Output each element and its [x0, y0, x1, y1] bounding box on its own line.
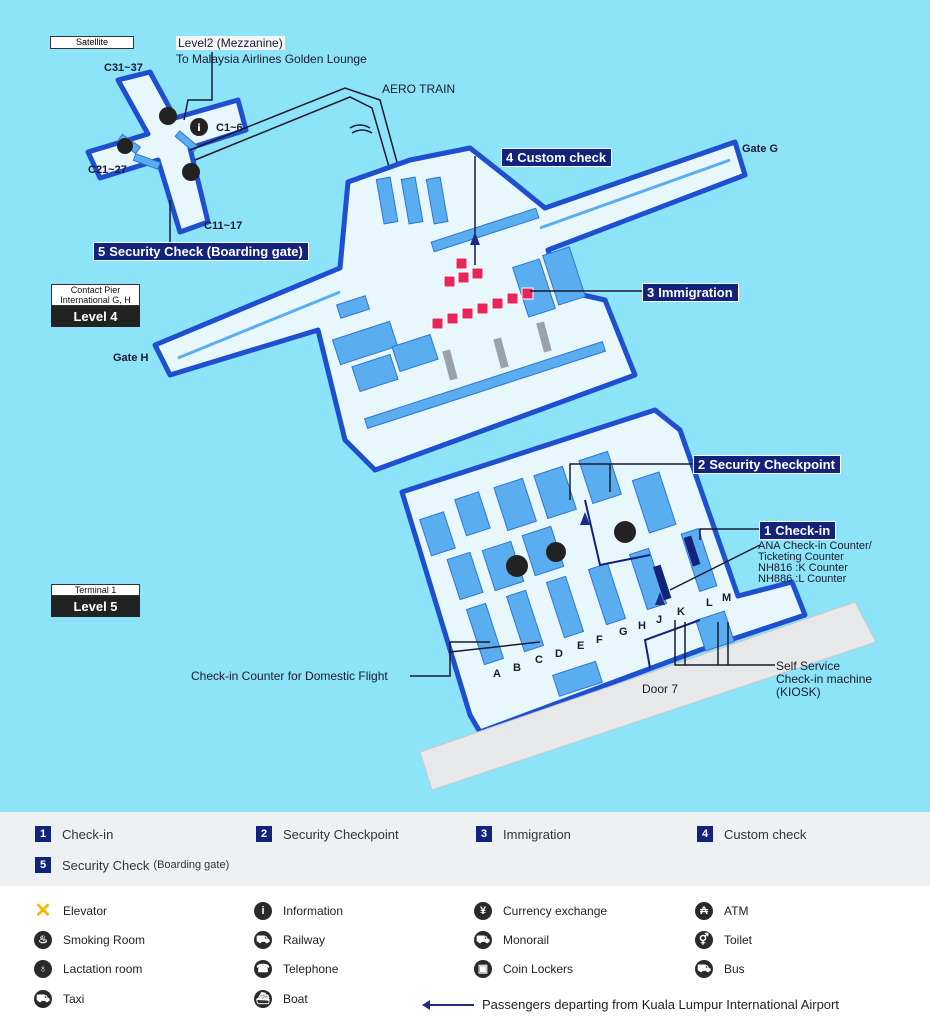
counter-c: C: [535, 654, 543, 666]
gate-c31-label: C31~37: [104, 62, 143, 74]
gate-c11-label: C11~17: [204, 220, 243, 232]
gate-c21-label: C21~27: [88, 164, 127, 176]
aero-train-track: [189, 87, 411, 213]
counter-j: J: [656, 614, 663, 626]
legend-passenger-route: Passengers departing from Kuala Lumpur I…: [422, 997, 839, 1012]
counter-m: M: [722, 592, 732, 604]
counter-h: H: [638, 620, 646, 632]
counter-d: D: [555, 648, 563, 660]
toilet-icon: ⚥: [695, 931, 713, 949]
boat-icon: ⛴: [254, 990, 272, 1008]
escalators: [442, 321, 552, 381]
aero-train-label: AERO TRAIN: [382, 82, 456, 96]
currency-exchange-icon: ¥: [474, 902, 492, 920]
map-drawing: .bld{fill:#e8f7fc;stroke:#1d4fd0;stroke-…: [85, 52, 877, 791]
legend-telephone: ☎Telephone: [254, 960, 338, 978]
leader-lines: [169, 52, 775, 677]
telephone-icon: ☎: [254, 960, 272, 978]
counter-l: L: [706, 597, 713, 609]
legend-currency: ¥Currency exchange: [474, 902, 607, 920]
legend-railway: ⛟Railway: [254, 931, 325, 949]
gate-h-label: Gate H: [113, 352, 149, 364]
lounge-label: To Malaysia Airlines Golden Lounge: [176, 52, 367, 66]
legend-smoking: ♨Smoking Room: [34, 931, 145, 949]
counter-e: E: [577, 640, 585, 652]
contact-pier-label: Contact Pier International G, H: [51, 284, 140, 306]
level4-label: Level 4: [51, 306, 140, 327]
monorail-icon: ⛟: [474, 931, 492, 949]
road: [419, 601, 877, 791]
information-icon: i: [254, 902, 272, 920]
legend-toilet: ⚥Toilet: [695, 931, 752, 949]
bus-icon: ⛟: [695, 960, 713, 978]
immigration-booths: [431, 257, 534, 330]
ana-counter-note: ANA Check-in Counter/ Ticketing Counter …: [758, 540, 872, 585]
railway-icon: ⛟: [254, 931, 272, 949]
counter-g: G: [619, 626, 628, 638]
counter-k: K: [677, 606, 685, 618]
gate-g-label: Gate G: [742, 143, 779, 155]
legend-coin-lockers: ▣Coin Lockers: [474, 960, 573, 978]
mezzanine-label: Level2 (Mezzanine): [176, 36, 285, 50]
legend-lactation: ♁Lactation room: [34, 960, 142, 978]
svg-text:i: i: [197, 123, 200, 134]
legend-elevator: ✕Elevator: [34, 900, 108, 922]
lactation-room-icon: ♁: [34, 960, 52, 978]
arrow-left-icon: [422, 999, 474, 1010]
smoking-room-icon: ♨: [34, 931, 52, 949]
level5-label: Level 5: [51, 596, 140, 617]
elevator-icon: ✕: [34, 900, 52, 922]
legend-taxi: ⛟Taxi: [34, 990, 84, 1008]
contact-pier-building: [152, 139, 748, 473]
airport-map: .bld{fill:#e8f7fc;stroke:#1d4fd0;stroke-…: [0, 0, 930, 812]
door7-label: Door 7: [642, 682, 679, 696]
kiosk-label: Self Service Check-in machine (KIOSK): [776, 659, 873, 699]
counter-a: A: [493, 668, 501, 680]
counter-f: F: [596, 634, 603, 646]
terminal1-level-badge: Terminal 1 Level 5: [51, 584, 140, 617]
terminal1-label: Terminal 1: [51, 584, 140, 596]
satellite-building: [85, 69, 249, 235]
legend-monorail: ⛟Monorail: [474, 931, 549, 949]
terminal-1-building: [399, 407, 808, 735]
atm-icon: ₳: [695, 902, 713, 920]
coin-lockers-icon: ▣: [474, 960, 492, 978]
legend-atm: ₳ATM: [695, 902, 748, 920]
contact-pier-level-badge: Contact Pier International G, H Level 4: [51, 284, 140, 327]
direction-arrows: [470, 232, 665, 605]
counter-b: B: [513, 662, 521, 674]
legend-bus: ⛟Bus: [695, 960, 745, 978]
gate-c1-label: C1~6: [216, 122, 243, 134]
domestic-counter-label: Check-in Counter for Domestic Flight: [191, 669, 388, 683]
satellite-label: Satellite: [50, 36, 134, 49]
map-icons: [117, 107, 636, 577]
legend-boat: ⛴Boat: [254, 990, 308, 1008]
taxi-icon: ⛟: [34, 990, 52, 1008]
